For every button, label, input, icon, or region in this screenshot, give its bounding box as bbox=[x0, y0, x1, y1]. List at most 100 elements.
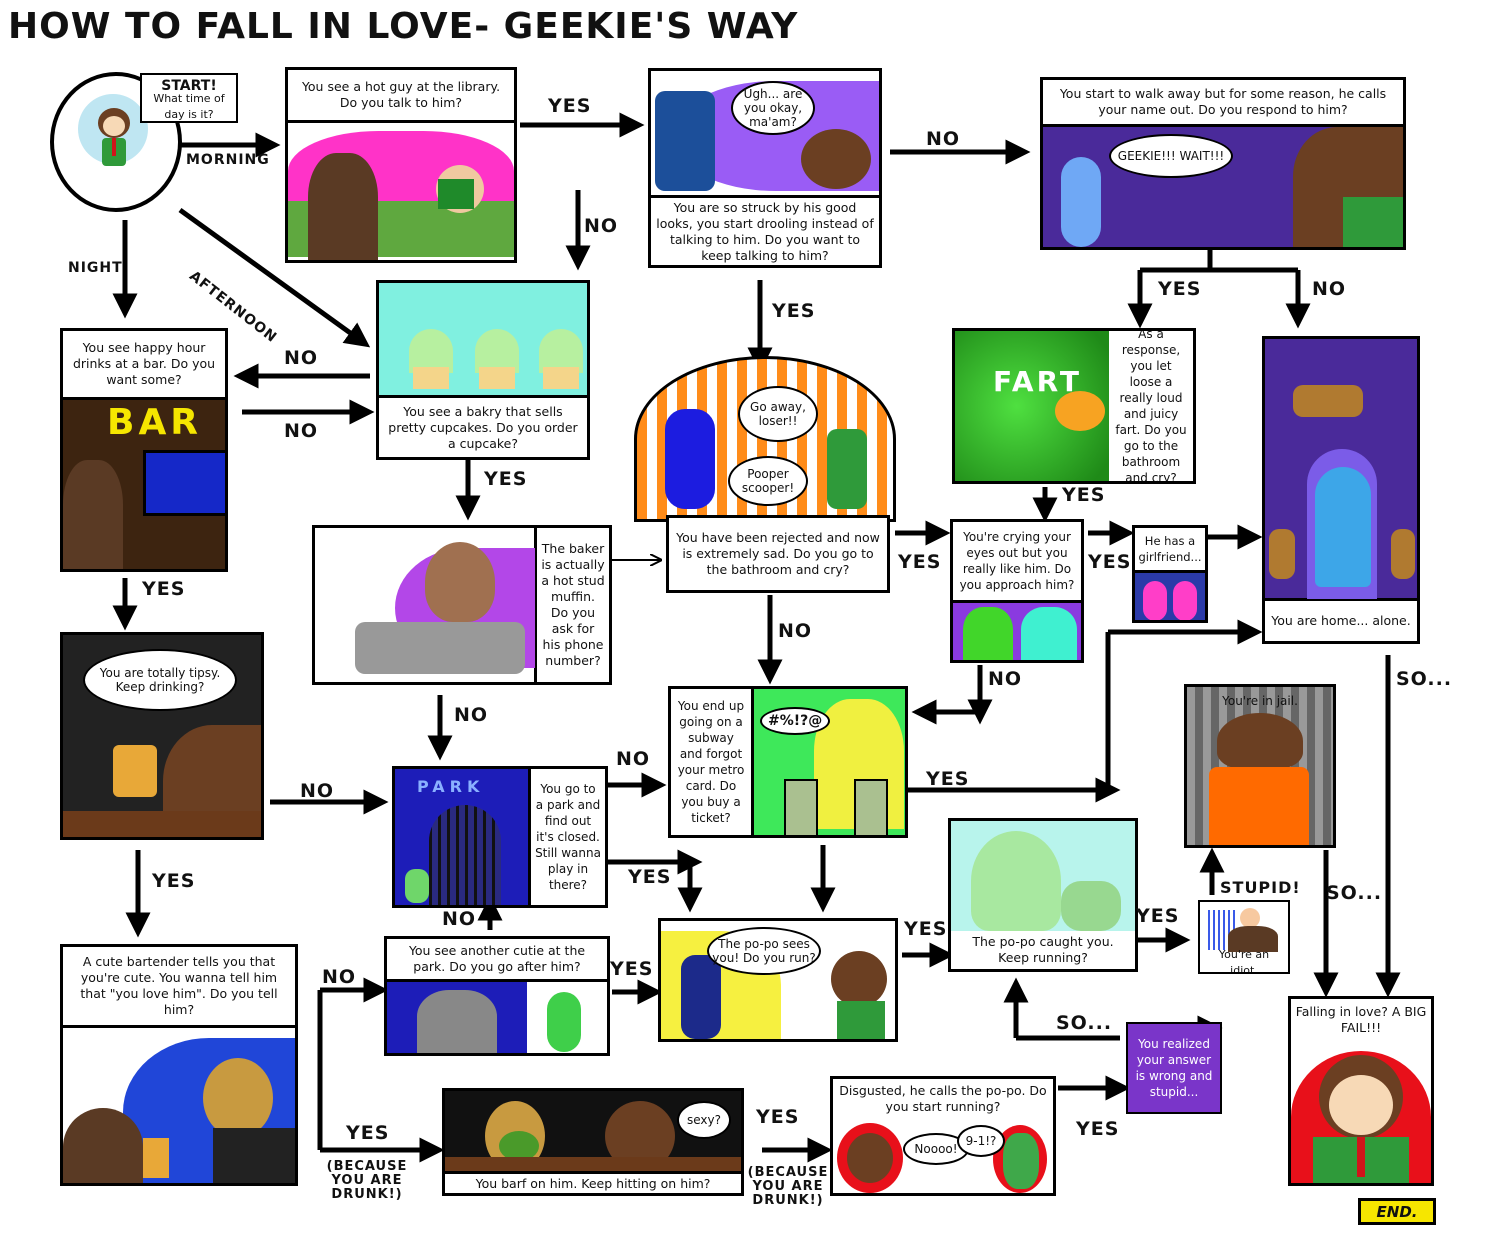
caption-home: You are home... alone. bbox=[1271, 613, 1411, 628]
geekie-figure bbox=[94, 108, 134, 198]
label-drunk-bartender: (BECAUSE YOU ARE DRUNK!) bbox=[326, 1159, 408, 1202]
label-yes-crying: YES bbox=[1088, 551, 1132, 573]
label-yes-drool: YES bbox=[772, 300, 816, 322]
tipsy-speech-bubble: You are totally tipsy. Keep drinking? bbox=[83, 649, 237, 711]
label-stupid: STUPID! bbox=[1220, 878, 1301, 897]
panel-realized: You realized your answer is wrong and st… bbox=[1126, 1022, 1222, 1114]
caption-cutie: You see another cutie at the park. Do yo… bbox=[408, 943, 586, 974]
caption-fart: As a response, you let loose a really lo… bbox=[1115, 328, 1187, 484]
caption-rejected: You have been rejected and now is extrem… bbox=[676, 530, 880, 577]
label-no-drool: NO bbox=[926, 128, 961, 150]
panel-park: PARK You go to a park and find out it's … bbox=[392, 766, 608, 908]
label-no-tipsy: NO bbox=[300, 780, 335, 802]
disgusted-bubble-no: Noooo! bbox=[903, 1133, 969, 1165]
panel-barf: sexy? You barf on him. Keep hitting on h… bbox=[442, 1088, 744, 1196]
label-yes-disgusted: YES bbox=[1076, 1118, 1120, 1140]
bar-sign: BAR bbox=[107, 402, 203, 443]
label-yes-subway: YES bbox=[926, 768, 970, 790]
caption-caught: The po-po caught you. Keep running? bbox=[972, 934, 1114, 965]
caption-walkaway: You start to walk away but for some reas… bbox=[1059, 86, 1387, 117]
label-no-park: NO bbox=[616, 748, 651, 770]
caption-cupcake: You see a bakry that sells pretty cupcak… bbox=[379, 395, 587, 457]
label-no-cupcake-left: NO bbox=[284, 347, 319, 369]
panel-subway: You end up going on a subway and forgot … bbox=[668, 686, 908, 838]
label-yes-cutie: YES bbox=[610, 958, 654, 980]
park-sign: PARK bbox=[417, 777, 485, 796]
caption-library: You see a hot guy at the library. Do you… bbox=[301, 79, 501, 110]
label-yes-bartender: YES bbox=[346, 1122, 390, 1144]
drool-speech-bubble: Ugh... are you okay, ma'am? bbox=[731, 81, 815, 135]
label-yes-popo: YES bbox=[904, 918, 948, 940]
fart-sfx: FART bbox=[993, 365, 1082, 398]
subway-sfx: #%!?@ bbox=[760, 707, 831, 735]
label-drunk-barf: (BECAUSE YOU ARE DRUNK!) bbox=[747, 1165, 829, 1208]
barf-speech-bubble: sexy? bbox=[677, 1101, 731, 1139]
panel-popo: The po-po sees you! Do you run? bbox=[658, 918, 898, 1042]
rejected-bubble-pooper: Pooper scooper! bbox=[728, 456, 808, 506]
label-no-library: NO bbox=[584, 215, 619, 237]
label-yes-cupcake: YES bbox=[484, 468, 528, 490]
panel-jail: You're in jail. bbox=[1184, 684, 1336, 848]
panel-idiot: You're an idiot. bbox=[1198, 900, 1290, 974]
label-yes-tipsy: YES bbox=[152, 870, 196, 892]
label-no-crying: NO bbox=[988, 668, 1023, 690]
caption-fail: Falling in love? A BIG FAIL!!! bbox=[1295, 1004, 1427, 1035]
caption-bartender: A cute bartender tells you that you're c… bbox=[80, 954, 278, 1017]
walkaway-speech-bubble: GEEKIE!!! WAIT!!! bbox=[1109, 134, 1233, 178]
label-yes-park: YES bbox=[628, 866, 672, 888]
caption-barf: You barf on him. Keep hitting on him? bbox=[445, 1171, 741, 1193]
caption-crying: You're crying your eyes out but you real… bbox=[959, 530, 1075, 592]
caption-drool: You are so struck by his good looks, you… bbox=[651, 195, 879, 265]
label-yes-caught: YES bbox=[1136, 905, 1180, 927]
caption-girlfriend: He has a girlfriend... bbox=[1138, 534, 1202, 564]
caption-subway: You end up going on a subway and forgot … bbox=[677, 699, 745, 825]
panel-cutie: You see another cutie at the park. Do yo… bbox=[384, 936, 610, 1056]
label-no-rejected: NO bbox=[778, 620, 813, 642]
panel-drool: Ugh... are you okay, ma'am? You are so s… bbox=[648, 68, 882, 268]
panel-tipsy: You are totally tipsy. Keep drinking? bbox=[60, 632, 264, 840]
label-yes-walkaway: YES bbox=[1158, 278, 1202, 300]
panel-walkaway: You start to walk away but for some reas… bbox=[1040, 77, 1406, 250]
label-no-bartender: NO bbox=[322, 966, 357, 988]
label-yes-barf: YES bbox=[756, 1106, 800, 1128]
start-box: START! What time of day is it? bbox=[140, 73, 238, 123]
panel-fail: Falling in love? A BIG FAIL!!! bbox=[1288, 996, 1434, 1186]
label-so-disgusted: SO... bbox=[1056, 1012, 1113, 1034]
caption-idiot: You're an idiot. bbox=[1218, 948, 1270, 974]
panel-crying: You're crying your eyes out but you real… bbox=[950, 519, 1084, 663]
label-morning: MORNING bbox=[186, 152, 270, 168]
label-so-jail: SO... bbox=[1326, 882, 1383, 904]
disgusted-bubble-911: 9-1!? bbox=[957, 1125, 1005, 1157]
panel-baker: The baker is actually a hot stud muffin.… bbox=[312, 525, 612, 685]
panel-rejected: You have been rejected and now is extrem… bbox=[666, 515, 890, 593]
caption-jail: You're in jail. bbox=[1222, 694, 1298, 708]
label-no-bar: NO bbox=[284, 420, 319, 442]
label-yes-fart: YES bbox=[1062, 484, 1106, 506]
caption-disgusted: Disgusted, he calls the po-po. Do you st… bbox=[839, 1083, 1047, 1114]
panel-disgusted: Disgusted, he calls the po-po. Do you st… bbox=[830, 1076, 1056, 1196]
panel-bar: You see happy hour drinks at a bar. Do y… bbox=[60, 328, 228, 572]
start-question: What time of day is it? bbox=[153, 92, 225, 121]
label-yes-library: YES bbox=[548, 95, 592, 117]
start-heading: START! bbox=[161, 78, 217, 94]
caption-bar: You see happy hour drinks at a bar. Do y… bbox=[72, 340, 216, 387]
panel-library: You see a hot guy at the library. Do you… bbox=[285, 67, 517, 263]
label-night: NIGHT bbox=[68, 260, 123, 276]
panel-girlfriend: He has a girlfriend... bbox=[1132, 525, 1208, 623]
panel-bartender: A cute bartender tells you that you're c… bbox=[60, 944, 298, 1186]
label-no-baker: NO bbox=[454, 704, 489, 726]
caption-baker: The baker is actually a hot stud muffin.… bbox=[541, 541, 605, 668]
caption-park: You go to a park and find out it's close… bbox=[535, 782, 601, 892]
page-title: HOW TO FALL IN LOVE- GEEKIE'S WAY bbox=[8, 6, 799, 47]
end-badge: END. bbox=[1358, 1198, 1436, 1225]
label-no-cutie: NO bbox=[442, 908, 477, 930]
label-so-home: SO... bbox=[1396, 668, 1453, 690]
label-yes-rejected: YES bbox=[898, 551, 942, 573]
panel-caught: The po-po caught you. Keep running? bbox=[948, 818, 1138, 972]
panel-fart: FART As a response, you let loose a real… bbox=[952, 328, 1196, 484]
label-yes-bar: YES bbox=[142, 578, 186, 600]
panel-home: You are home... alone. bbox=[1262, 336, 1420, 644]
caption-realized: You realized your answer is wrong and st… bbox=[1135, 1037, 1213, 1099]
popo-speech-bubble: The po-po sees you! Do you run? bbox=[707, 927, 821, 975]
